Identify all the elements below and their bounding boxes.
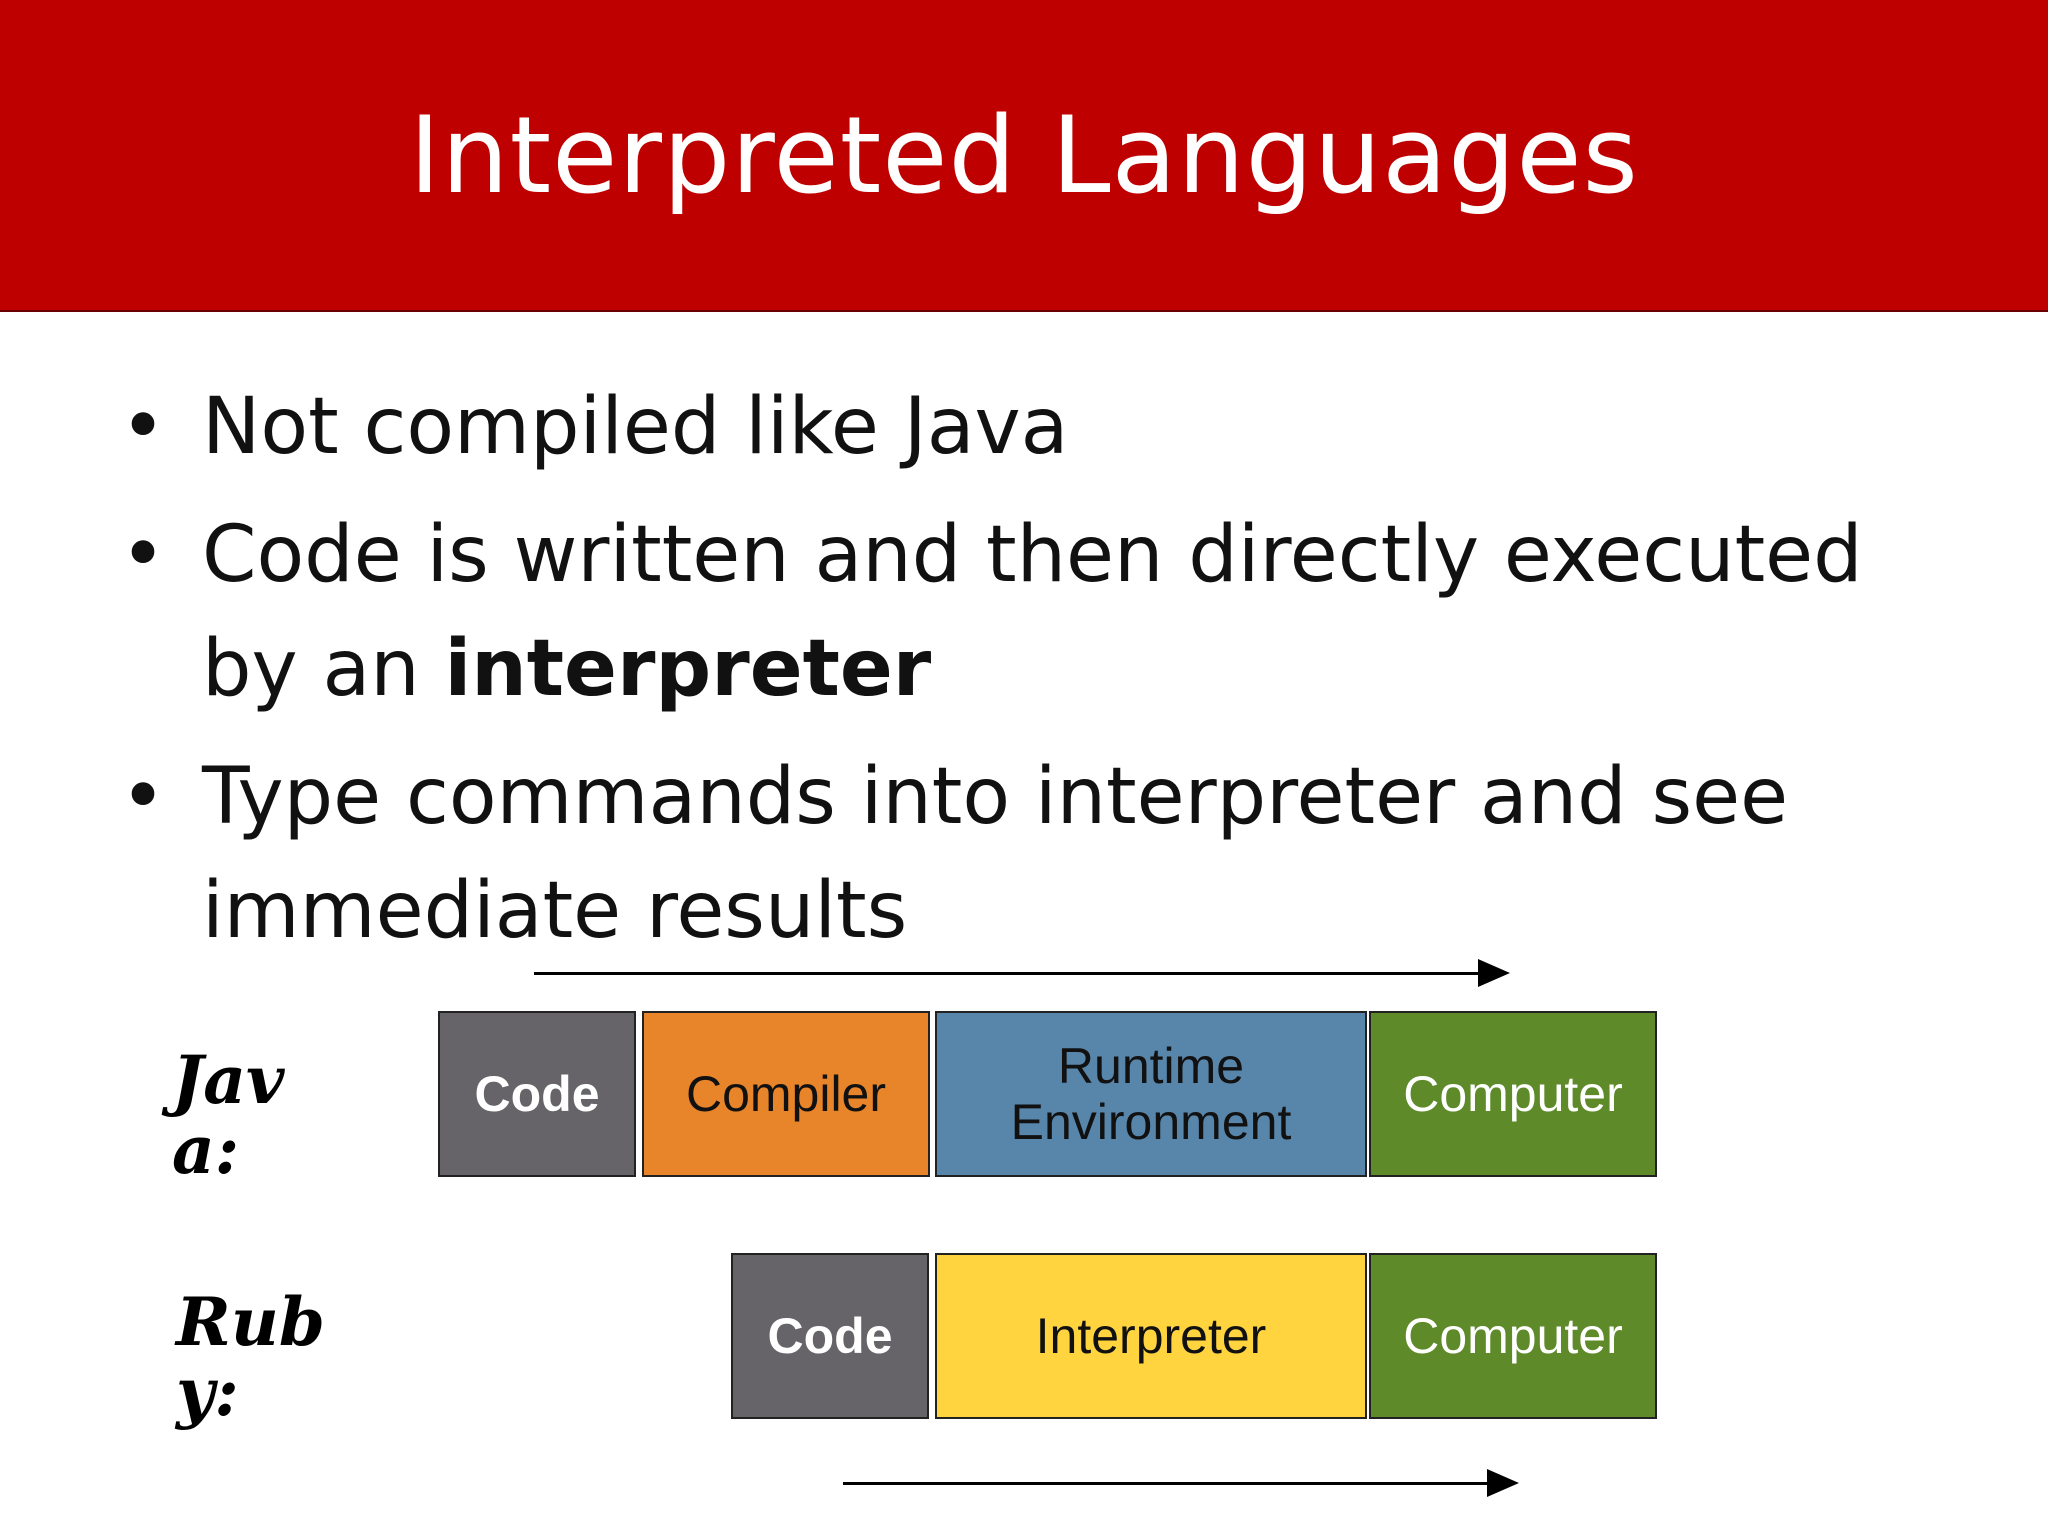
- ruby-computer-box: Computer: [1369, 1253, 1657, 1419]
- java-code-box: Code: [438, 1011, 636, 1177]
- bullet-icon: •: [120, 510, 167, 600]
- java-flow-arrow-head: [1478, 959, 1510, 987]
- java-row-label: Java:: [172, 1041, 285, 1189]
- bullet-item: • Code is written and then directly exec…: [120, 498, 1980, 726]
- title-bar: Interpreted Languages: [0, 0, 2048, 312]
- bullet-icon: •: [120, 752, 167, 842]
- ruby-row-label: Ruby:: [176, 1283, 325, 1431]
- bullet-icon: •: [120, 382, 167, 472]
- bullet-text: Type commands into interpreter and see i…: [202, 752, 1789, 956]
- ruby-flow-arrow-head: [1487, 1469, 1519, 1497]
- java-computer-box: Computer: [1369, 1011, 1657, 1177]
- ruby-interpreter-box: Interpreter: [935, 1253, 1367, 1419]
- ruby-flow-arrow-line: [843, 1482, 1493, 1485]
- java-runtime-box: Runtime Environment: [935, 1011, 1367, 1177]
- bullet-list: • Not compiled like Java • Code is writt…: [120, 370, 1980, 982]
- java-flow-arrow-line: [534, 972, 1484, 975]
- bullet-item: • Type commands into interpreter and see…: [120, 740, 1980, 968]
- bullet-item: • Not compiled like Java: [120, 370, 1980, 484]
- java-compiler-box: Compiler: [642, 1011, 930, 1177]
- ruby-code-box: Code: [731, 1253, 929, 1419]
- bullet-text: Not compiled like Java: [202, 382, 1069, 472]
- bullet-text: Code is written and then directly execut…: [202, 510, 1863, 714]
- bullet-bold-term: interpreter: [444, 624, 932, 714]
- slide-title: Interpreted Languages: [409, 94, 1639, 217]
